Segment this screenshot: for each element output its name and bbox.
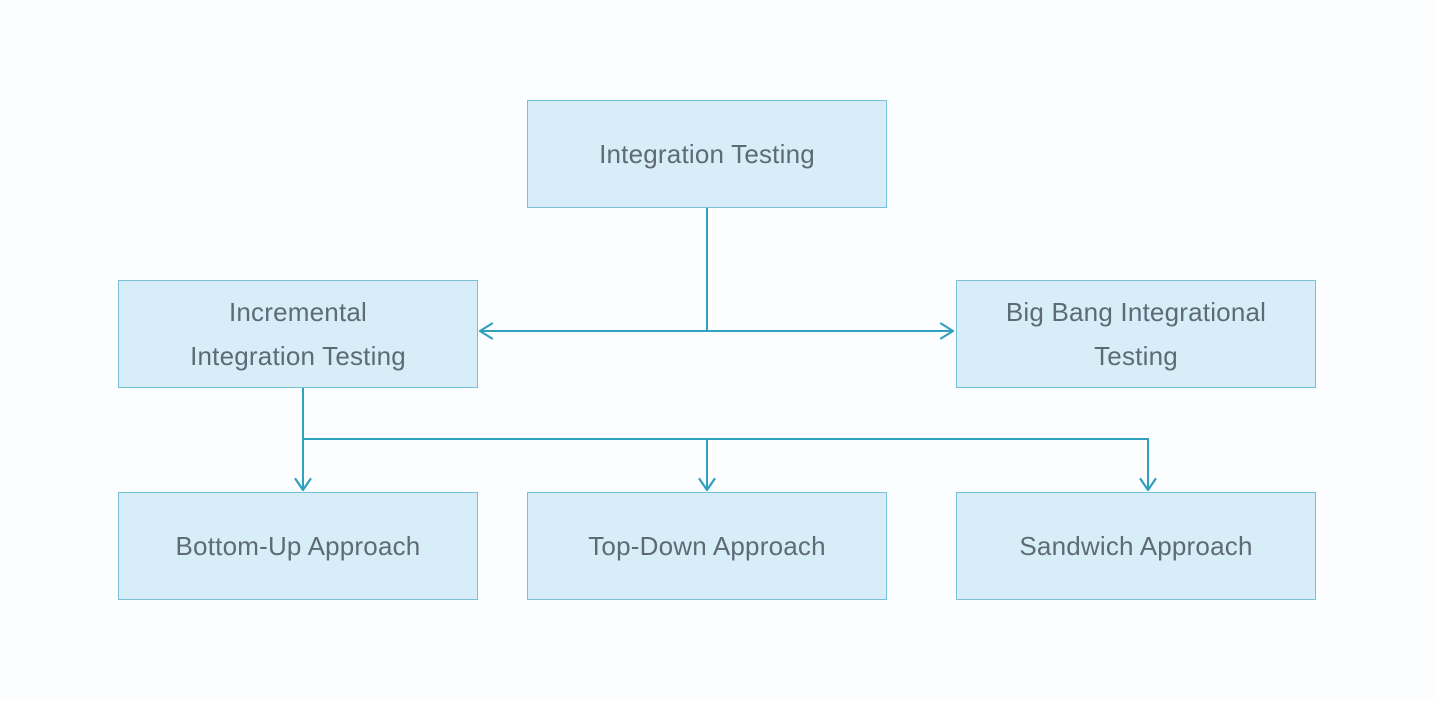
arrowhead-down-bottom-up-icon <box>294 477 312 492</box>
arrowhead-right-icon <box>939 322 955 340</box>
node-big-bang-integrational-testing: Big Bang Integrational Testing <box>956 280 1316 388</box>
node-bottom-up-approach-label: Bottom-Up Approach <box>175 531 421 561</box>
arrowhead-left-icon <box>478 322 494 340</box>
node-incremental-integration-testing: Incremental Integration Testing <box>118 280 478 388</box>
node-integration-testing: Integration Testing <box>527 100 887 208</box>
node-big-bang-integrational-testing-label: Big Bang Integrational Testing <box>1005 297 1267 371</box>
arrowhead-down-top-down-icon <box>698 477 716 492</box>
node-bottom-up-approach: Bottom-Up Approach <box>118 492 478 600</box>
arrowhead-down-sandwich-icon <box>1139 477 1157 492</box>
node-sandwich-approach-label: Sandwich Approach <box>1019 531 1253 561</box>
node-top-down-approach-label: Top-Down Approach <box>588 531 826 561</box>
node-top-down-approach: Top-Down Approach <box>527 492 887 600</box>
node-integration-testing-label: Integration Testing <box>599 139 815 169</box>
node-incremental-integration-testing-label: Incremental Integration Testing <box>190 297 406 371</box>
node-sandwich-approach: Sandwich Approach <box>956 492 1316 600</box>
